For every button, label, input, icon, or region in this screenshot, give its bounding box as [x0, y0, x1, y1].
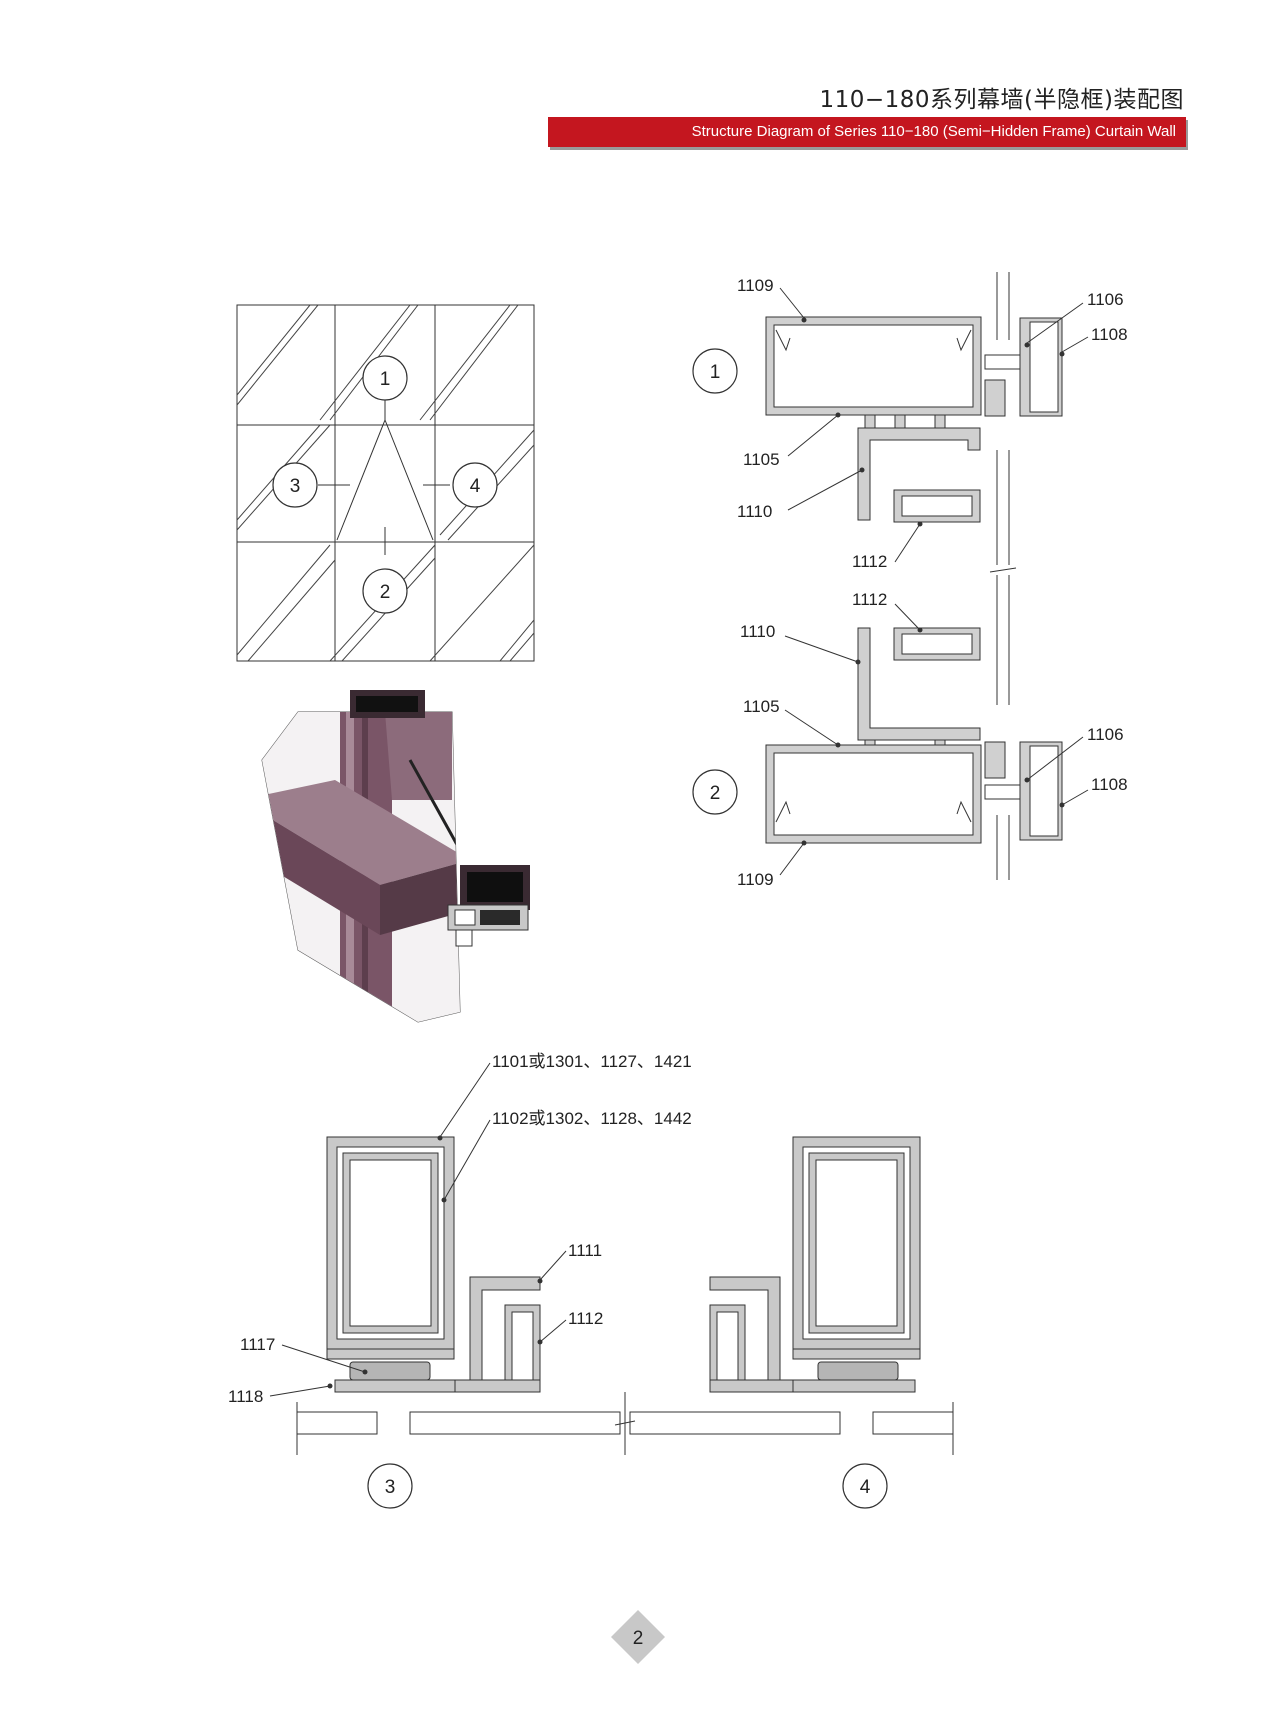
- label-1110-top: 1110: [737, 502, 772, 521]
- section-marker-4: [842, 1463, 888, 1509]
- label-1108-top: 1108: [1091, 325, 1128, 344]
- elevation-marker-3-label: 3: [290, 476, 301, 497]
- label-1101: 1101或1301、1127、1421: [492, 1052, 692, 1071]
- section-marker-2: [692, 769, 738, 815]
- label-1111: 1111: [568, 1241, 602, 1260]
- label-1110-bottom: 1110: [740, 622, 775, 641]
- label-1112: 1112: [568, 1309, 603, 1328]
- elevation-marker-4: [452, 462, 498, 508]
- label-1118: 1118: [228, 1387, 263, 1406]
- label-1102: 1102或1302、1128、1442: [492, 1109, 692, 1128]
- elevation-marker-4-label: 4: [470, 476, 481, 497]
- label-1112-bottom: 1112: [852, 590, 887, 609]
- label-1109-bottom: 1109: [737, 870, 774, 889]
- section-marker-1: [692, 348, 738, 394]
- elevation-view: 1 3 4 2: [236, 304, 535, 662]
- elevation-marker-1: [362, 355, 408, 401]
- elevation-marker-2: [362, 568, 408, 614]
- label-1106-top: 1106: [1087, 290, 1124, 309]
- label-1105-top: 1105: [743, 450, 780, 469]
- label-1108-bottom: 1108: [1091, 775, 1128, 794]
- section-marker-1-label: 1: [710, 362, 721, 383]
- page-number-badge: 2: [611, 1610, 665, 1664]
- elevation-marker-2-label: 2: [380, 582, 391, 603]
- section-1-2-view: 1109 1106 1108 1105 1110 1112 1112 1110 …: [692, 272, 1128, 889]
- section-3-4-view: 1101或1301、1127、1421 1102或1302、1128、1442 …: [228, 1052, 954, 1509]
- label-1105-bottom: 1105: [743, 697, 780, 716]
- page-subtitle-bar: Structure Diagram of Series 110−180 (Sem…: [548, 117, 1186, 147]
- page-title: 110−180系列幕墙(半隐框)装配图: [819, 87, 1184, 113]
- elevation-marker-3: [272, 462, 318, 508]
- label-1117: 1117: [240, 1335, 275, 1354]
- page-number: 2: [633, 1628, 644, 1649]
- elevation-marker-1-label: 1: [380, 369, 391, 390]
- section-marker-4-label: 4: [860, 1477, 871, 1498]
- isometric-frame-view: [261, 690, 530, 1023]
- label-1106-bottom: 1106: [1087, 725, 1124, 744]
- section-marker-3: [367, 1463, 413, 1509]
- section-marker-3-label: 3: [385, 1477, 396, 1498]
- label-1109-top: 1109: [737, 276, 774, 295]
- label-1112-top: 1112: [852, 552, 887, 571]
- section-marker-2-label: 2: [710, 783, 721, 804]
